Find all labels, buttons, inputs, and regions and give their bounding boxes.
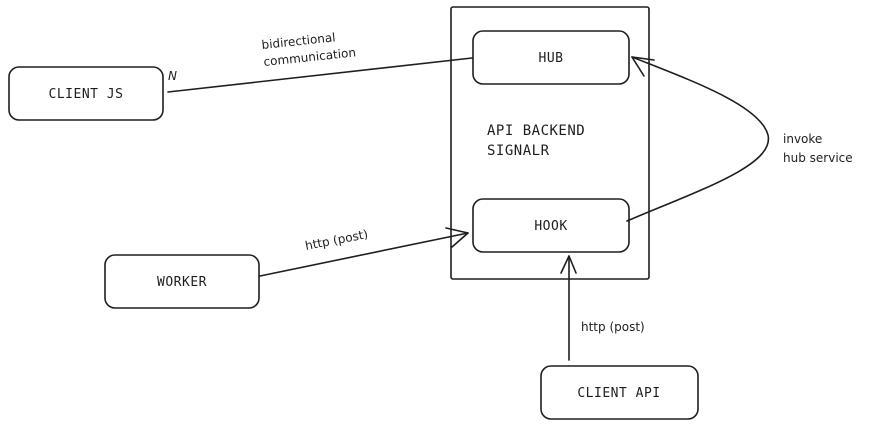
client-api-http-label: http (post)	[581, 320, 645, 334]
hook-node	[472, 198, 630, 253]
client-js-node	[8, 66, 164, 121]
client-js-label: CLIENT JS	[49, 87, 124, 102]
client-api-to-hook-arrowhead	[560, 255, 577, 274]
worker-node	[104, 254, 260, 309]
multiplicity-label: N	[168, 69, 177, 83]
backend-label-line1: API BACKEND	[487, 123, 585, 139]
worker-to-hook-arrowhead	[445, 227, 469, 248]
backend-label-line2: SIGNALR	[487, 143, 550, 159]
client-api-label: CLIENT API	[577, 386, 660, 401]
hook-label: HOOK	[534, 219, 567, 234]
invoke-hub-edge	[626, 56, 770, 222]
worker-to-hook-edge	[259, 232, 469, 277]
worker-http-label: http (post)	[304, 227, 369, 253]
hub-node	[472, 30, 630, 85]
invoke-label-line2: hub service	[783, 151, 853, 165]
worker-label: WORKER	[157, 275, 207, 290]
client-api-node	[540, 365, 699, 420]
bidirectional-edge	[167, 57, 473, 93]
invoke-hub-arrowhead	[631, 56, 655, 77]
invoke-label-line1: invoke	[783, 132, 822, 146]
hub-label: HUB	[539, 51, 564, 66]
